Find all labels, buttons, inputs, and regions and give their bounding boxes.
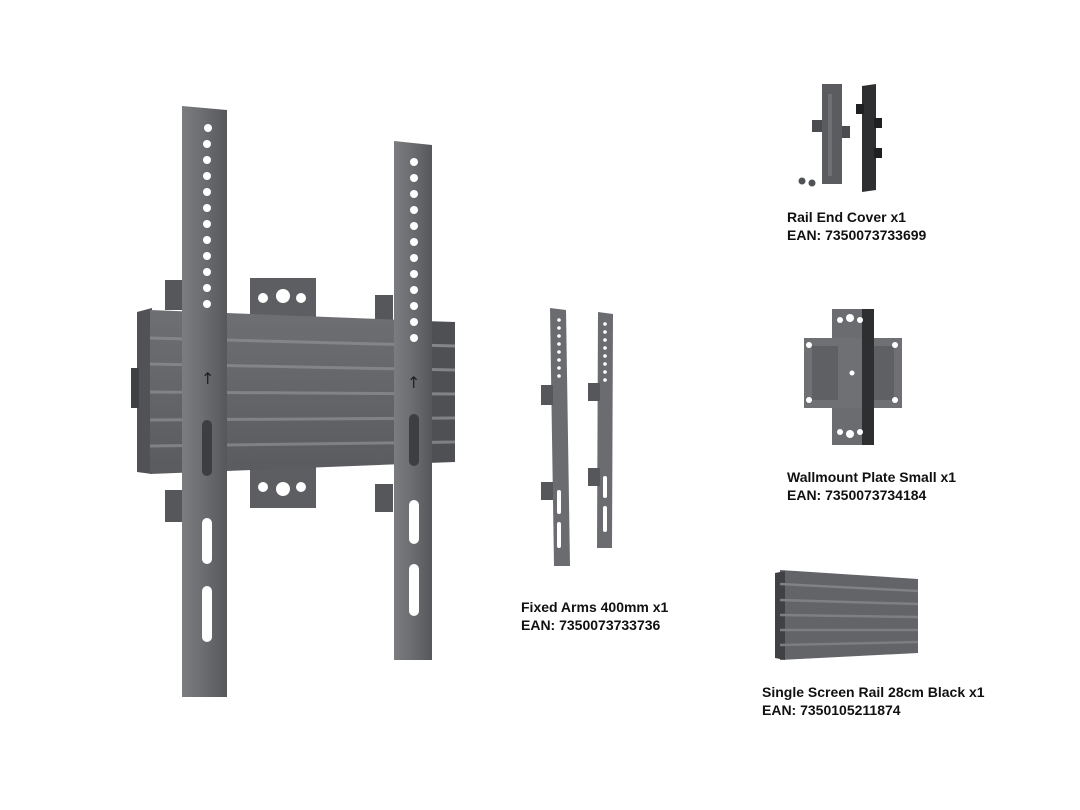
component-name: Single Screen Rail 28cm Black x1: [762, 684, 985, 700]
wall-plate-hole: [276, 289, 290, 303]
fixed-arms-image: [541, 308, 613, 566]
left-arm: [182, 106, 227, 697]
up-arrow-icon: ↑: [407, 373, 420, 392]
component-ean: EAN: 7350073733699: [787, 227, 927, 243]
component-name: Rail End Cover x1: [787, 209, 907, 225]
wall-plate-hole: [296, 482, 306, 492]
component-ean: EAN: 7350073733736: [521, 617, 661, 633]
rail-label: [131, 368, 139, 408]
single-screen-rail-image: [775, 570, 919, 660]
assembled-mount-image: ↑ ↑: [131, 106, 456, 697]
component-ean: EAN: 7350105211874: [762, 702, 901, 718]
left-arm-holes: [202, 124, 212, 642]
arm-hook: [165, 280, 183, 310]
component-ean: EAN: 7350073734184: [787, 487, 927, 503]
component-name: Fixed Arms 400mm x1: [521, 599, 669, 615]
left-arm-slot: [202, 420, 212, 476]
arm-hook: [165, 490, 183, 522]
rail-end-left: [137, 308, 152, 474]
wall-plate-hole: [276, 482, 290, 496]
wall-plate-hole: [258, 293, 268, 303]
rail-end-cover-label: Rail End Cover x1 EAN: 7350073733699: [787, 208, 926, 244]
right-arm-holes: [409, 158, 419, 616]
arm-hook: [375, 484, 393, 512]
wallmount-plate-image: [804, 309, 902, 445]
wallmount-plate-label: Wallmount Plate Small x1 EAN: 7350073734…: [787, 468, 956, 504]
single-screen-rail-label: Single Screen Rail 28cm Black x1 EAN: 73…: [762, 683, 985, 719]
wall-plate-hole: [296, 293, 306, 303]
up-arrow-icon: ↑: [201, 369, 214, 388]
fixed-arms-label: Fixed Arms 400mm x1 EAN: 7350073733736: [521, 598, 668, 634]
rail-end-cover-image: [798, 84, 882, 192]
component-name: Wallmount Plate Small x1: [787, 469, 957, 485]
rail-end-right: [430, 322, 455, 462]
right-arm: [394, 141, 432, 660]
right-arm-slot: [409, 414, 419, 466]
wall-plate-hole: [258, 482, 268, 492]
arm-hook: [375, 295, 393, 325]
